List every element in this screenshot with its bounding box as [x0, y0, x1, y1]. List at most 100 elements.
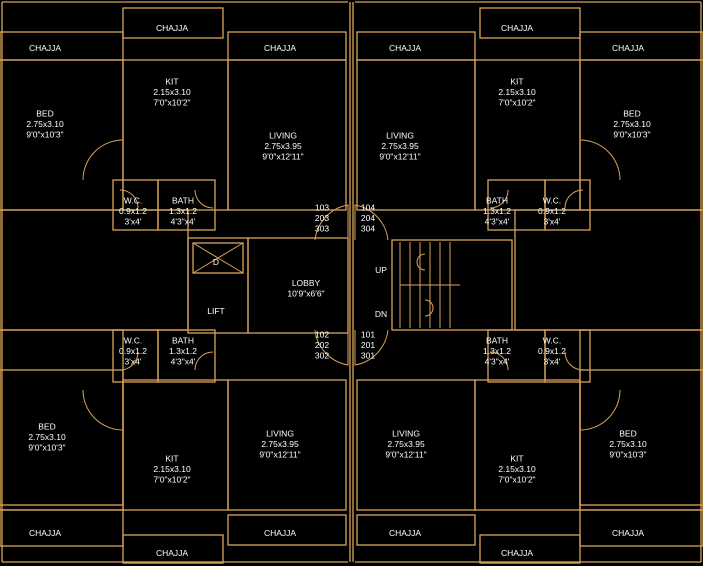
door-swing: [489, 351, 509, 371]
room-label-bed-tl: 9'0"x10'3": [26, 130, 63, 140]
door-swing: [119, 351, 139, 371]
room-label-living-bl: LIVING: [266, 429, 294, 439]
room-label-living-bl: 9'0"x12'11": [259, 450, 300, 460]
room-label-flats-br: 101: [361, 330, 375, 340]
room-label-flats-br: 201: [361, 340, 375, 350]
room-label-bath-tl: 1.3x1.2: [169, 206, 197, 216]
room-label-lobby: 10'9"x6'6": [287, 288, 324, 298]
door-swing: [564, 189, 584, 209]
room-label-bed-bl: BED: [38, 422, 55, 432]
door-swing: [82, 139, 124, 181]
room-label-living-br: 2.75x3.95: [387, 439, 425, 449]
room-label-kit-tl: 7'0"x10'2": [153, 98, 190, 108]
wall-segment: [391, 239, 513, 331]
room-label-bath-bl: 4'3"x4': [171, 357, 196, 367]
room-label-wc-tl: W.C.: [124, 196, 142, 206]
door-swing: [354, 329, 389, 366]
door-swing: [314, 204, 349, 241]
room-label-flats-tl: 203: [315, 213, 329, 223]
room-label-bath-br: 4'3"x4': [485, 357, 510, 367]
wall-segment: [0, 509, 124, 547]
room-label-kit-bl: 2.15x3.10: [153, 464, 191, 474]
room-label-chajja-tc1: CHAJJA: [156, 23, 188, 33]
room-label-wc-br: W.C.: [543, 336, 561, 346]
room-label-living-tl: 2.75x3.95: [264, 141, 302, 151]
door-swing: [82, 389, 124, 431]
room-label-kit-bl: 7'0"x10'2": [153, 475, 190, 485]
room-label-kit-tl: 2.15x3.10: [153, 87, 191, 97]
door-swing: [489, 189, 509, 209]
room-label-chajja-tl: CHAJJA: [29, 43, 61, 53]
room-label-bath-tl: 4'3"x4': [171, 217, 196, 227]
wall-segment: [227, 59, 347, 211]
room-label-bed-tl: 2.75x3.10: [26, 119, 64, 129]
wall-segment: [122, 534, 224, 564]
room-label-lobby: LOBBY: [292, 278, 321, 288]
room-label-kit-tl: KIT: [165, 77, 178, 87]
wall-segment: [356, 379, 476, 511]
room-label-bed-tr: 9'0"x10'3": [613, 130, 650, 140]
room-label-bath-br: 1.3x1.2: [483, 346, 511, 356]
door-swing: [579, 389, 621, 431]
room-label-living-tr: 2.75x3.95: [381, 141, 419, 151]
room-label-wc-tl: 3'x4': [125, 217, 142, 227]
room-label-living-br: LIVING: [392, 429, 420, 439]
wall-segment: [479, 534, 581, 564]
room-label-flats-bl: 202: [315, 340, 329, 350]
wall-segment: [122, 7, 224, 39]
room-label-flats-tl: 103: [315, 203, 329, 213]
room-label-bath-tl: BATH: [172, 196, 194, 206]
room-label-bed-tr: 2.75x3.10: [613, 119, 651, 129]
wall-segment: [487, 179, 546, 231]
wall-segment: [247, 237, 349, 334]
room-label-flats-tr: 104: [361, 203, 375, 213]
room-label-wc-bl: W.C.: [124, 336, 142, 346]
stair-arrow-up: [416, 253, 426, 271]
room-label-wc-tr: 0.9x1.2: [538, 206, 566, 216]
room-label-living-tr: 9'0"x12'11": [379, 152, 420, 162]
room-label-chajja-bc1: CHAJJA: [156, 548, 188, 558]
wall-segment: [227, 379, 347, 511]
room-label-kit-br: 7'0"x10'2": [498, 475, 535, 485]
room-label-living-tl: LIVING: [269, 131, 297, 141]
duct-cross: [192, 242, 244, 274]
room-label-bed-bl: 2.75x3.10: [28, 432, 66, 442]
room-label-living-tr: LIVING: [386, 131, 414, 141]
room-label-wc-bl: 0.9x1.2: [119, 346, 147, 356]
room-label-bed-tl: BED: [36, 109, 53, 119]
door-swing: [194, 351, 214, 371]
room-label-flats-bl: 302: [315, 351, 329, 361]
room-label-flats-tr: 304: [361, 224, 375, 234]
room-label-bed-bl: 9'0"x10'3": [28, 443, 65, 453]
room-label-kit-tr: 2.15x3.10: [498, 87, 536, 97]
door-swing: [314, 329, 349, 366]
room-label-wc-br: 0.9x1.2: [538, 346, 566, 356]
room-label-bath-tr: BATH: [486, 196, 508, 206]
wall-segment: [579, 509, 703, 547]
wall-segment: [192, 242, 244, 274]
stair-arrow-dn: [424, 299, 434, 317]
room-label-bath-tr: 4'3"x4': [485, 217, 510, 227]
room-label-chajja-bc4: CHAJJA: [501, 548, 533, 558]
room-label-chajja-bc2: CHAJJA: [264, 528, 296, 538]
wall-segment: [487, 329, 546, 383]
room-label-kit-bl: KIT: [165, 454, 178, 464]
wall-segment: [479, 7, 581, 39]
door-swing: [564, 351, 584, 371]
wall-segment: [356, 514, 476, 546]
room-label-flats-tr: 204: [361, 213, 375, 223]
room-label-stair-dn: DN: [375, 309, 387, 319]
room-label-kit-tr: KIT: [510, 77, 523, 87]
door-swing: [194, 189, 214, 209]
room-label-bath-tr: 1.3x1.2: [483, 206, 511, 216]
room-label-chajja-bc3: CHAJJA: [389, 528, 421, 538]
room-label-wc-tr: 3'x4': [544, 217, 561, 227]
wall-segment: [157, 329, 216, 383]
room-label-chajja-bl: CHAJJA: [29, 528, 61, 538]
room-label-chajja-tc2: CHAJJA: [264, 43, 296, 53]
door-swing: [119, 189, 139, 209]
room-label-duct: D: [213, 257, 219, 267]
room-label-chajja-tc3: CHAJJA: [389, 43, 421, 53]
room-label-kit-tr: 7'0"x10'2": [498, 98, 535, 108]
